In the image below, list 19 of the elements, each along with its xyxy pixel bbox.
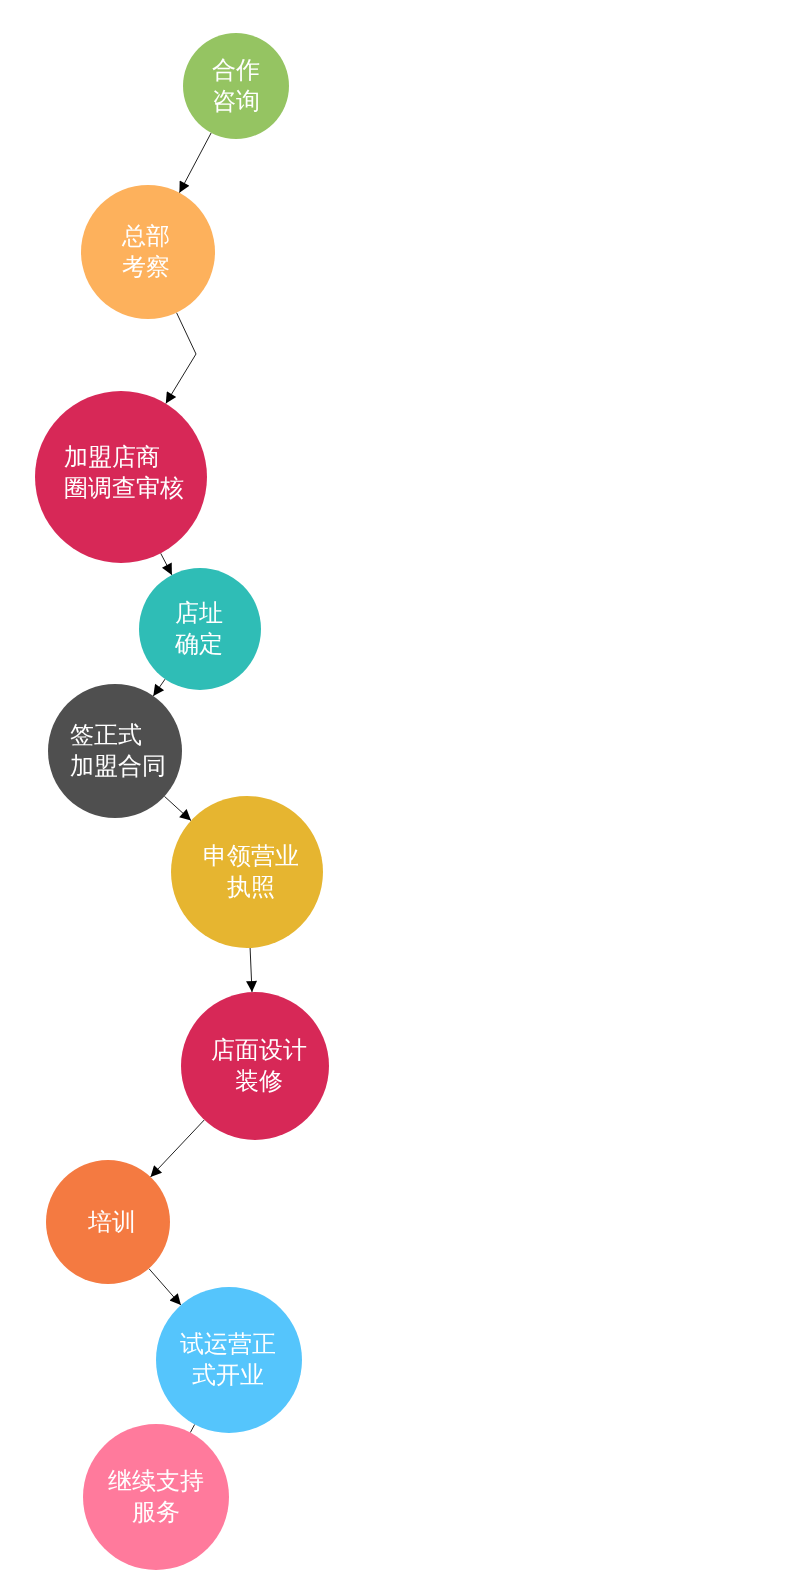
step-label: 试运营正式开业 — [179, 1329, 277, 1391]
arrow — [150, 1119, 205, 1178]
step-label: 申领营业执照 — [202, 841, 300, 903]
arrow — [163, 795, 192, 822]
arrow — [160, 552, 173, 576]
arrow — [148, 1268, 182, 1306]
step-label: 合作咨询 — [212, 55, 261, 117]
arrow — [165, 312, 197, 405]
step-label: 加盟店商圈调查审核 — [64, 442, 185, 504]
step-label: 店址确定 — [175, 598, 224, 660]
connector-line — [189, 1423, 196, 1434]
step-label: 继续支持服务 — [107, 1466, 205, 1528]
step-label: 签正式加盟合同 — [70, 720, 167, 782]
step-label: 店面设计装修 — [210, 1035, 308, 1097]
arrow — [178, 132, 212, 194]
step-label: 总部考察 — [122, 221, 171, 283]
arrow — [246, 947, 257, 993]
step-label: 培训 — [87, 1206, 137, 1238]
arrow — [152, 678, 166, 697]
